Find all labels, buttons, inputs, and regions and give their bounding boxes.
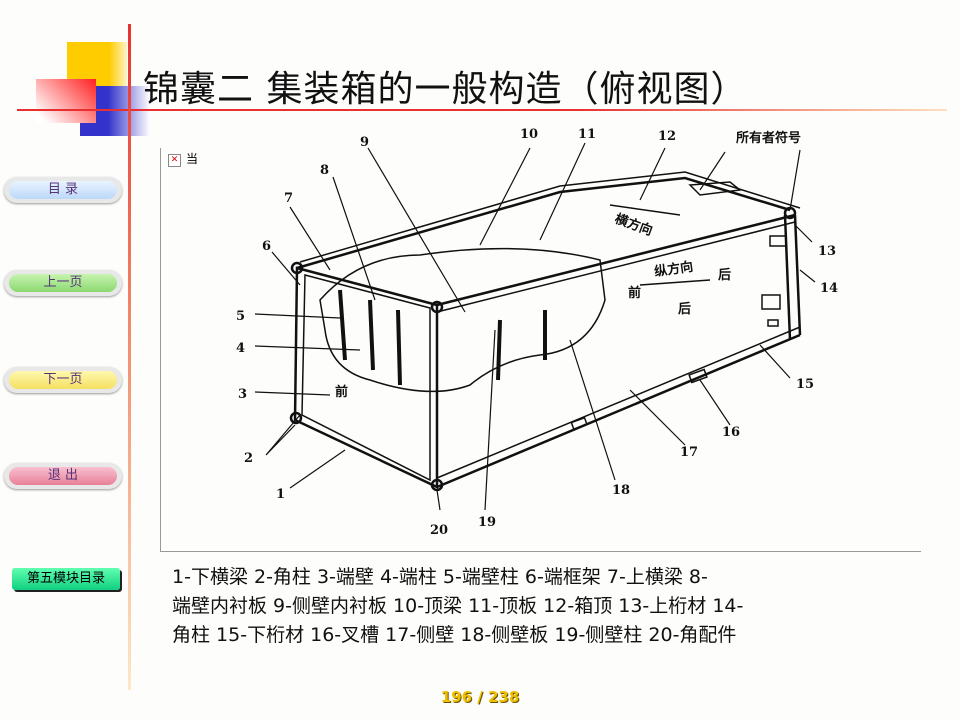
divider-vertical (128, 24, 131, 690)
label-16: 16 (722, 425, 740, 440)
prev-page-button[interactable]: 上一页 (4, 270, 122, 296)
rear-label-1: 后 (718, 267, 731, 283)
caption-line: 1-下横梁 2-角柱 3-端壁 4-端柱 5-端壁柱 6-端框架 7-上横梁 8… (172, 566, 708, 588)
divider-horizontal (17, 109, 947, 111)
decor-red-square (36, 79, 96, 123)
toc-button[interactable]: 目 录 (4, 177, 122, 203)
next-page-button[interactable]: 下一页 (4, 367, 122, 393)
label-1: 1 (276, 487, 285, 502)
slide-title: 锦囊二 集装箱的一般构造（俯视图） (143, 69, 748, 110)
label-12: 12 (658, 129, 676, 144)
caption-line: 端壁内衬板 9-侧壁内衬板 10-顶梁 11-顶板 12-箱顶 13-上桁材 1… (172, 595, 744, 617)
label-3: 3 (238, 387, 247, 402)
label-19: 19 (478, 515, 496, 530)
next-page-label: 下一页 (9, 371, 117, 389)
top-edge-front (436, 213, 796, 307)
front-end-label: 前 (335, 384, 348, 400)
diagram-frame (160, 148, 921, 552)
front-label: 前 (628, 285, 641, 301)
bottom-edge (436, 333, 801, 489)
label-17: 17 (680, 445, 698, 460)
label-6: 6 (262, 239, 271, 254)
exit-label: 退 出 (9, 467, 117, 485)
broken-image-icon: ✕ (168, 154, 181, 167)
label-7: 7 (284, 191, 293, 206)
label-2: 2 (244, 451, 253, 466)
longitudinal-label: 纵方向 (653, 259, 694, 280)
label-4: 4 (236, 341, 245, 356)
label-5: 5 (236, 309, 245, 324)
label-18: 18 (612, 483, 630, 498)
label-8: 8 (320, 163, 329, 178)
exit-button[interactable]: 退 出 (4, 463, 122, 489)
page-indicator: 196 / 238 (440, 688, 520, 706)
transverse-label: 横方向 (613, 211, 655, 239)
top-edge-back (296, 176, 791, 270)
container-outline (293, 266, 439, 489)
label-13: 13 (818, 244, 836, 259)
label-14: 14 (820, 281, 838, 296)
label-15: 15 (796, 377, 814, 392)
rear-label-2: 后 (678, 301, 691, 317)
module-toc-button[interactable]: 第五模块目录 (12, 568, 120, 590)
owner-mark-label: 所有者符号 (736, 130, 801, 146)
cutaway (319, 247, 606, 393)
label-11: 11 (578, 127, 596, 142)
parts-caption: 1-下横梁 2-角柱 3-端壁 4-端柱 5-端壁柱 6-端框架 7-上横梁 8… (172, 563, 743, 650)
broken-image-text: 当 (186, 152, 199, 166)
label-9: 9 (360, 135, 369, 150)
toc-label: 目 录 (9, 181, 117, 199)
prev-page-label: 上一页 (9, 274, 117, 292)
label-10: 10 (520, 127, 538, 142)
caption-line: 角柱 15-下桁材 16-叉槽 17-侧壁 18-侧壁板 19-侧壁柱 20-角… (172, 624, 737, 646)
label-20: 20 (430, 523, 448, 538)
